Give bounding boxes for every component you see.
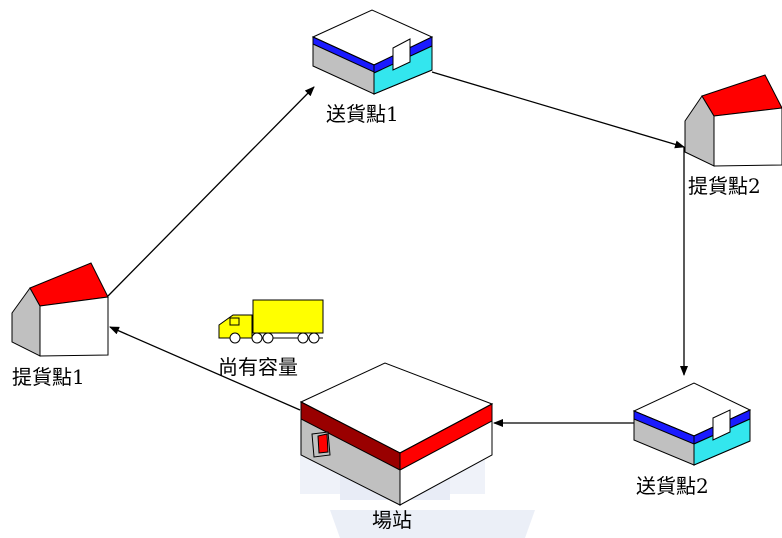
label-pickup2: 提貨點2 bbox=[688, 174, 761, 198]
delivery1-store-icon bbox=[313, 10, 432, 94]
pickup1-house-icon bbox=[12, 263, 108, 356]
label-delivery1: 送貨點1 bbox=[326, 102, 399, 126]
label-depot: 場站 bbox=[372, 508, 412, 532]
truck-icon bbox=[219, 300, 323, 343]
label-pickup1: 提貨點1 bbox=[12, 365, 85, 389]
pickup2-house-icon bbox=[685, 75, 782, 166]
label-truck-capacity: 尚有容量 bbox=[218, 355, 298, 379]
label-delivery2: 送貨點2 bbox=[636, 474, 709, 498]
edge-pickup1-to-delivery1 bbox=[108, 87, 314, 296]
delivery2-store-icon bbox=[634, 383, 750, 465]
edge-delivery1-to-pickup2 bbox=[432, 72, 684, 147]
